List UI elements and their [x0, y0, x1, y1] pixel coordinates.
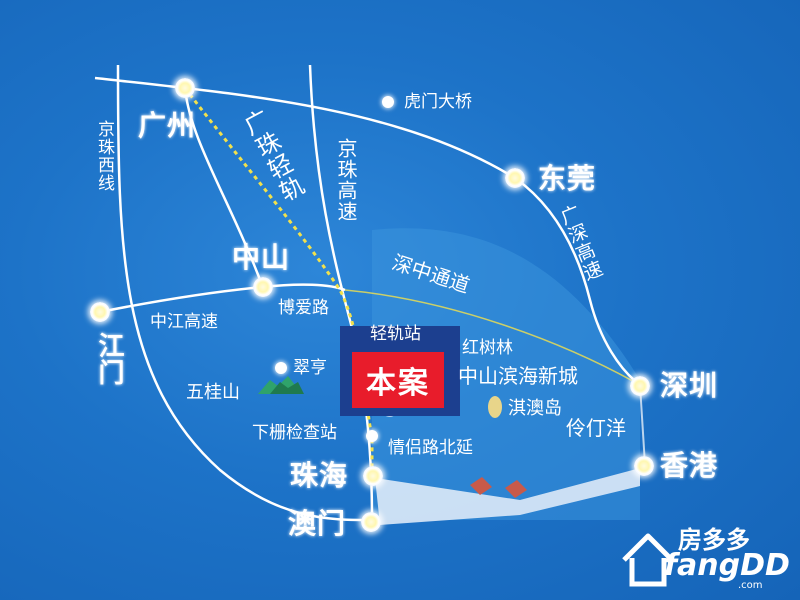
- bridge-pier-left: [470, 477, 492, 495]
- zhongjiang-highway-label: 中江高速: [150, 312, 218, 332]
- macau-label: 澳门: [288, 507, 347, 540]
- zhongshan-label: 中山: [232, 241, 291, 274]
- project-label: 本案: [352, 352, 444, 408]
- logo-suffix: .com: [738, 580, 763, 591]
- humen-bridge-label: 虎门大桥: [404, 92, 472, 112]
- zhongshan-binhai-label: 中山滨海新城: [458, 364, 578, 388]
- jingzhu-highway-label: 京珠高速: [334, 138, 358, 222]
- shenzhong-channel-line: [344, 289, 641, 386]
- logo-en-text: fangDD: [664, 548, 790, 583]
- wuguishan-label: 五桂山: [186, 382, 240, 403]
- qiao-island-label: 淇澳岛: [508, 398, 562, 419]
- shenzhen-label: 深圳: [660, 369, 719, 402]
- shenzhen-dot: [630, 376, 650, 396]
- mountain-icon-shade: [270, 382, 304, 394]
- fangdd-logo: 房多多 fangDD .com: [620, 520, 790, 591]
- cuiheng-label: 翠亨: [293, 358, 327, 378]
- light-rail-label: 轻轨站: [370, 324, 421, 344]
- xiazha-checkpoint-label: 下栅检查站: [252, 423, 337, 443]
- zhongshan-dot: [253, 277, 273, 297]
- zhuhai-label: 珠海: [290, 459, 349, 492]
- hongkong-label: 香港: [660, 449, 719, 482]
- macau-dot: [361, 512, 381, 532]
- xiazha-dot: [366, 430, 378, 442]
- dongguan-label: 东莞: [538, 162, 597, 195]
- hk-zhuhai-bridge: [375, 468, 640, 525]
- guangzhou-zhongshan-road: [183, 87, 264, 286]
- lingding-sea-label: 伶仃洋: [566, 416, 626, 440]
- cuiheng-dot: [275, 362, 287, 374]
- guangzhou-label: 广州: [138, 109, 197, 142]
- jiangmen-dot: [90, 302, 110, 322]
- shenzhen-hk-road: [639, 384, 646, 466]
- guangzhou-dot: [175, 78, 195, 98]
- dongguan-dot: [505, 168, 525, 188]
- hongkong-dot: [634, 456, 654, 476]
- jingzhu-west-road: [116, 64, 371, 522]
- zhuhai-dot: [363, 466, 383, 486]
- hongshulin-label: 红树林: [462, 338, 513, 358]
- house-icon: [622, 533, 674, 587]
- boai-road-label: 博爱路: [278, 298, 329, 318]
- sea-area: [372, 228, 640, 520]
- qiao-island-icon: [488, 396, 502, 418]
- jingzhu-west-label: 京珠西线: [94, 120, 114, 192]
- jiangmen-label: 江门: [94, 332, 124, 386]
- qinglv-road-label: 情侣路北延: [388, 438, 473, 458]
- logo-cn-text: 房多多: [678, 526, 750, 554]
- bridge-pier-right: [505, 480, 527, 498]
- humen-bridge-dot: [382, 96, 394, 108]
- guangzhou-east-road: [94, 76, 641, 386]
